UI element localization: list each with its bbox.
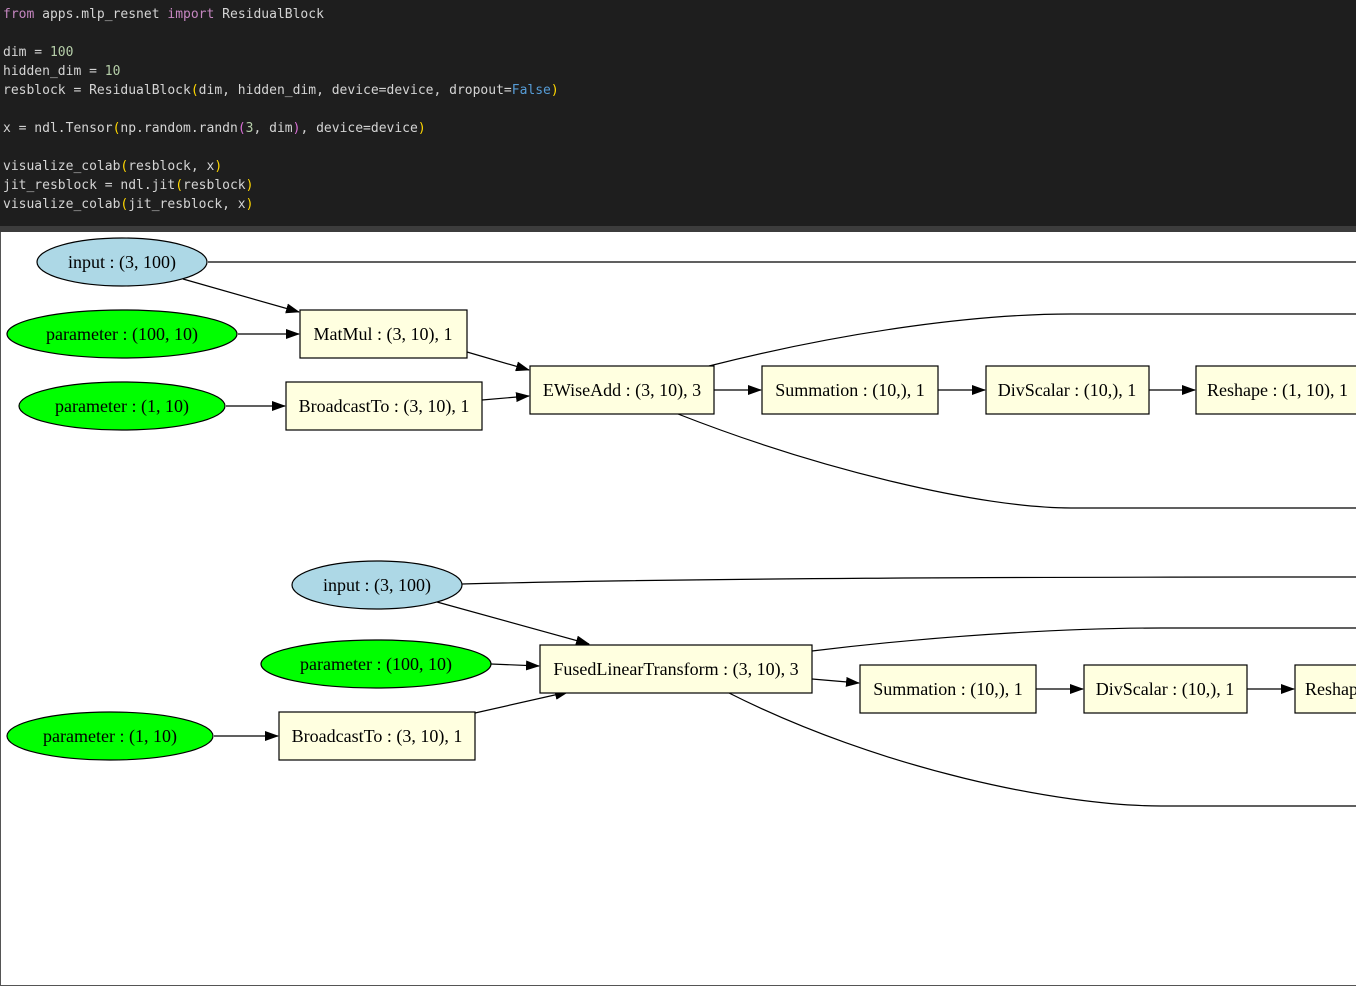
graph1-param-w-node: parameter : (100, 10) — [6, 309, 238, 359]
svg-text:DivScalar : (10,), 1: DivScalar : (10,), 1 — [998, 380, 1136, 401]
svg-text:Summation : (10,), 1: Summation : (10,), 1 — [775, 380, 925, 401]
graph2-param-w-node: parameter : (100, 10) — [260, 639, 492, 689]
graph1-input-node: input : (3, 100) — [36, 237, 208, 287]
graph1-param-b-node: parameter : (1, 10) — [18, 381, 226, 431]
cell-output: input : (3, 100) parameter : (100, 10) p… — [0, 232, 1356, 986]
edge2-input-to-fused — [436, 601, 590, 646]
code-line-4: hidden_dim = 10 — [3, 64, 121, 79]
edge-broadcast-to-ewiseadd — [481, 392, 530, 403]
graph1-divscalar-node: DivScalar : (10,), 1 — [985, 365, 1150, 415]
graph2-divscalar-node: DivScalar : (10,), 1 — [1083, 664, 1248, 714]
svg-text:input : (3, 100): input : (3, 100) — [68, 252, 176, 273]
svg-text:DivScalar : (10,), 1: DivScalar : (10,), 1 — [1096, 679, 1234, 700]
edge-input-to-matmul — [182, 278, 300, 314]
code-line-9: visualize_colab(resblock, x) — [3, 159, 223, 174]
graph2-input-node: input : (3, 100) — [291, 560, 463, 610]
edge2-broadcast-to-fused — [474, 689, 569, 714]
code-line-blank — [0, 100, 1356, 119]
cell-separator — [0, 226, 1356, 232]
edge-ewiseadd-lower-curve — [677, 413, 1356, 509]
graph2-reshape-node: Reshap — [1294, 664, 1356, 714]
code-line-11: visualize_colab(jit_resblock, x) — [3, 197, 254, 212]
svg-text:parameter : (100, 10): parameter : (100, 10) — [300, 654, 452, 675]
graph2-fused-node: FusedLinearTransform : (3, 10), 3 — [539, 644, 813, 694]
graph1-summation-node: Summation : (10,), 1 — [761, 365, 939, 415]
graph1-broadcast-node: BroadcastTo : (3, 10), 1 — [285, 381, 483, 431]
code-line-blank — [0, 138, 1356, 157]
edge2-fused-to-summation — [811, 676, 860, 687]
svg-text:Reshap: Reshap — [1305, 679, 1356, 699]
edge-matmul-to-ewiseadd — [466, 351, 530, 372]
svg-text:Reshape : (1, 10), 1: Reshape : (1, 10), 1 — [1207, 380, 1348, 401]
edge-ewiseadd-upper-curve — [708, 313, 1356, 367]
svg-text:BroadcastTo : (3, 10), 1: BroadcastTo : (3, 10), 1 — [292, 726, 463, 747]
graph1-ewiseadd-node: EWiseAdd : (3, 10), 3 — [529, 365, 715, 415]
svg-text:MatMul : (3, 10), 1: MatMul : (3, 10), 1 — [314, 324, 453, 345]
svg-text:BroadcastTo : (3, 10), 1: BroadcastTo : (3, 10), 1 — [299, 396, 470, 417]
svg-text:EWiseAdd : (3, 10), 3: EWiseAdd : (3, 10), 3 — [543, 380, 701, 401]
code-line-7: x = ndl.Tensor(np.random.randn(3, dim), … — [3, 121, 426, 136]
code-line-3: dim = 100 — [3, 45, 74, 60]
graph-output-svg: input : (3, 100) parameter : (100, 10) p… — [6, 237, 1356, 807]
svg-text:input : (3, 100): input : (3, 100) — [323, 575, 431, 596]
svg-text:Summation : (10,), 1: Summation : (10,), 1 — [873, 679, 1023, 700]
code-line-blank — [0, 24, 1356, 43]
graph1-reshape-node: Reshape : (1, 10), 1 — [1195, 365, 1356, 415]
edge2-fused-lower-curve — [726, 691, 1356, 807]
svg-text:FusedLinearTransform : (3, 10): FusedLinearTransform : (3, 10), 3 — [553, 659, 798, 680]
svg-text:parameter : (1, 10): parameter : (1, 10) — [55, 396, 189, 417]
edge2-paramw-to-fused — [490, 660, 540, 671]
code-line-10: jit_resblock = ndl.jit(resblock) — [3, 178, 254, 193]
graph2-broadcast-node: BroadcastTo : (3, 10), 1 — [278, 711, 476, 761]
svg-text:parameter : (1, 10): parameter : (1, 10) — [43, 726, 177, 747]
code-line-5: resblock = ResidualBlock(dim, hidden_dim… — [3, 83, 559, 98]
svg-text:parameter : (100, 10): parameter : (100, 10) — [46, 324, 198, 345]
code-cell[interactable]: from apps.mlp_resnet import ResidualBloc… — [0, 0, 1356, 226]
graph2-param-b-node: parameter : (1, 10) — [6, 711, 214, 761]
graph1-matmul-node: MatMul : (3, 10), 1 — [299, 309, 468, 359]
edge2-fused-upper-curve — [811, 627, 1356, 652]
graph1-edges — [182, 261, 1356, 509]
code-line-1: from apps.mlp_resnet import ResidualBloc… — [3, 7, 324, 22]
graph2-edges — [214, 576, 1356, 807]
edge2-input-to-right — [461, 576, 1356, 585]
graph2-summation-node: Summation : (10,), 1 — [859, 664, 1037, 714]
